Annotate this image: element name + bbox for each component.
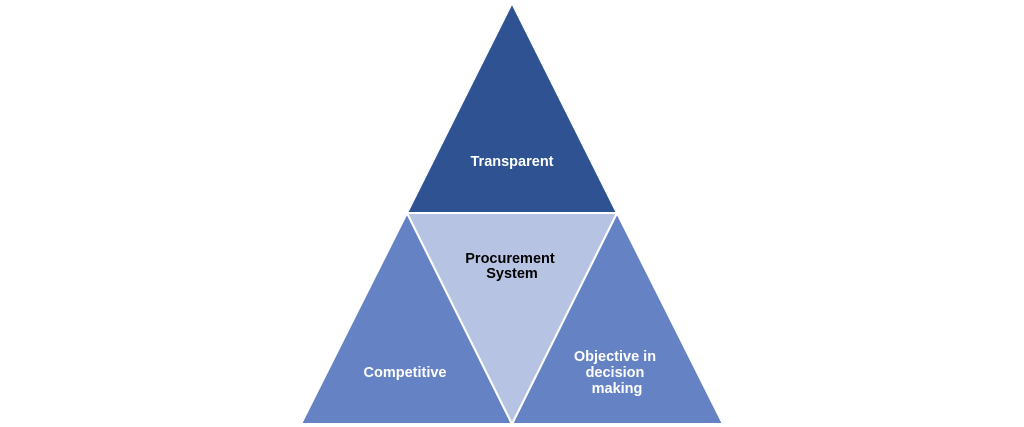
triangle-center — [405, 212, 619, 427]
label-right-line-2: decision — [586, 365, 645, 381]
label-right-line-3: making — [592, 381, 643, 397]
label-center-line-1: Procurement — [465, 251, 555, 267]
label-center: Procurement System — [465, 251, 558, 282]
label-right: Objective in decision making — [574, 349, 660, 397]
label-right-line-1: Objective in — [574, 349, 656, 365]
triangle-top — [405, 0, 619, 214]
label-center-line-2: System — [486, 266, 538, 282]
label-top: Transparent — [471, 154, 554, 170]
label-left: Competitive — [364, 365, 447, 381]
